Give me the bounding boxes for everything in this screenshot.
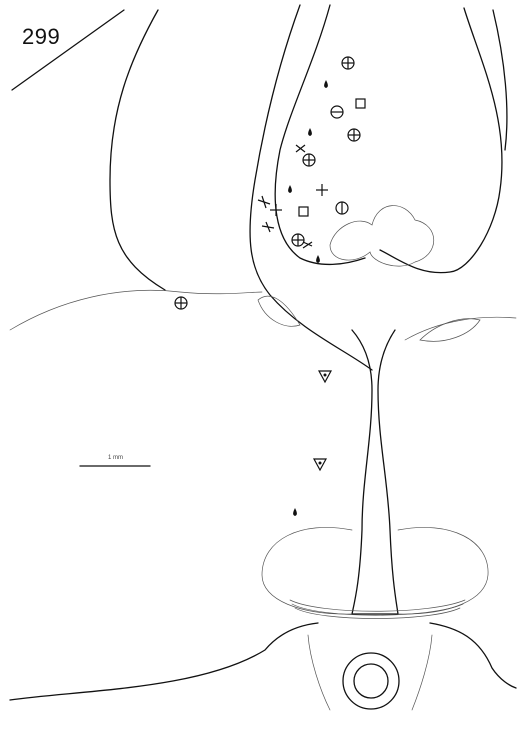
droplet-marker [324, 80, 328, 88]
canal-right-wall [378, 330, 398, 614]
circle-minus-marker [331, 106, 343, 118]
left-wing-shape [258, 296, 300, 326]
circle-plus-marker [175, 297, 187, 309]
bottom-left-lobe [262, 527, 352, 614]
circle-plus-marker [348, 129, 360, 141]
ring-inner [354, 664, 388, 698]
bottom-band-1 [290, 600, 465, 611]
base-inner-left [308, 635, 330, 710]
circle-plus-marker [303, 154, 315, 166]
bottom-band-3 [295, 608, 460, 619]
heart-shaped-structure [330, 206, 434, 267]
plus-marker [316, 184, 328, 196]
y-fiber-marker [303, 242, 312, 248]
y-fiber-marker [296, 145, 305, 152]
left-border-line [10, 290, 262, 330]
droplet-marker [288, 185, 292, 193]
nucleus-right-outline [380, 8, 502, 273]
circle-plus-marker [292, 234, 304, 246]
base-left-outline [10, 623, 318, 700]
canal-left-wall [352, 330, 372, 614]
base-right-outline [430, 623, 516, 688]
plate-number: 299 [22, 24, 60, 50]
droplet-marker [293, 508, 297, 516]
open-square-marker [299, 207, 308, 216]
scale-bar-label: 1 mm [108, 455, 123, 461]
y-fiber-marker [258, 196, 270, 208]
open-square-marker [356, 99, 365, 108]
y-fiber-marker [262, 222, 274, 232]
left-lobe-outline [110, 10, 165, 290]
circle-minus-marker [336, 202, 348, 214]
base-inner-right [412, 635, 432, 710]
droplet-marker [316, 255, 320, 263]
inverted-triangle-marker [319, 371, 331, 382]
inverted-triangle-marker [314, 459, 326, 470]
ring-outer [343, 653, 399, 709]
bottom-right-lobe [398, 527, 488, 614]
plate-corner-line [12, 10, 124, 90]
right-wing-line [405, 317, 516, 340]
right-wing-shape [420, 319, 480, 342]
plus-marker [270, 204, 282, 216]
circle-plus-marker [342, 57, 354, 69]
droplet-marker [308, 128, 312, 136]
